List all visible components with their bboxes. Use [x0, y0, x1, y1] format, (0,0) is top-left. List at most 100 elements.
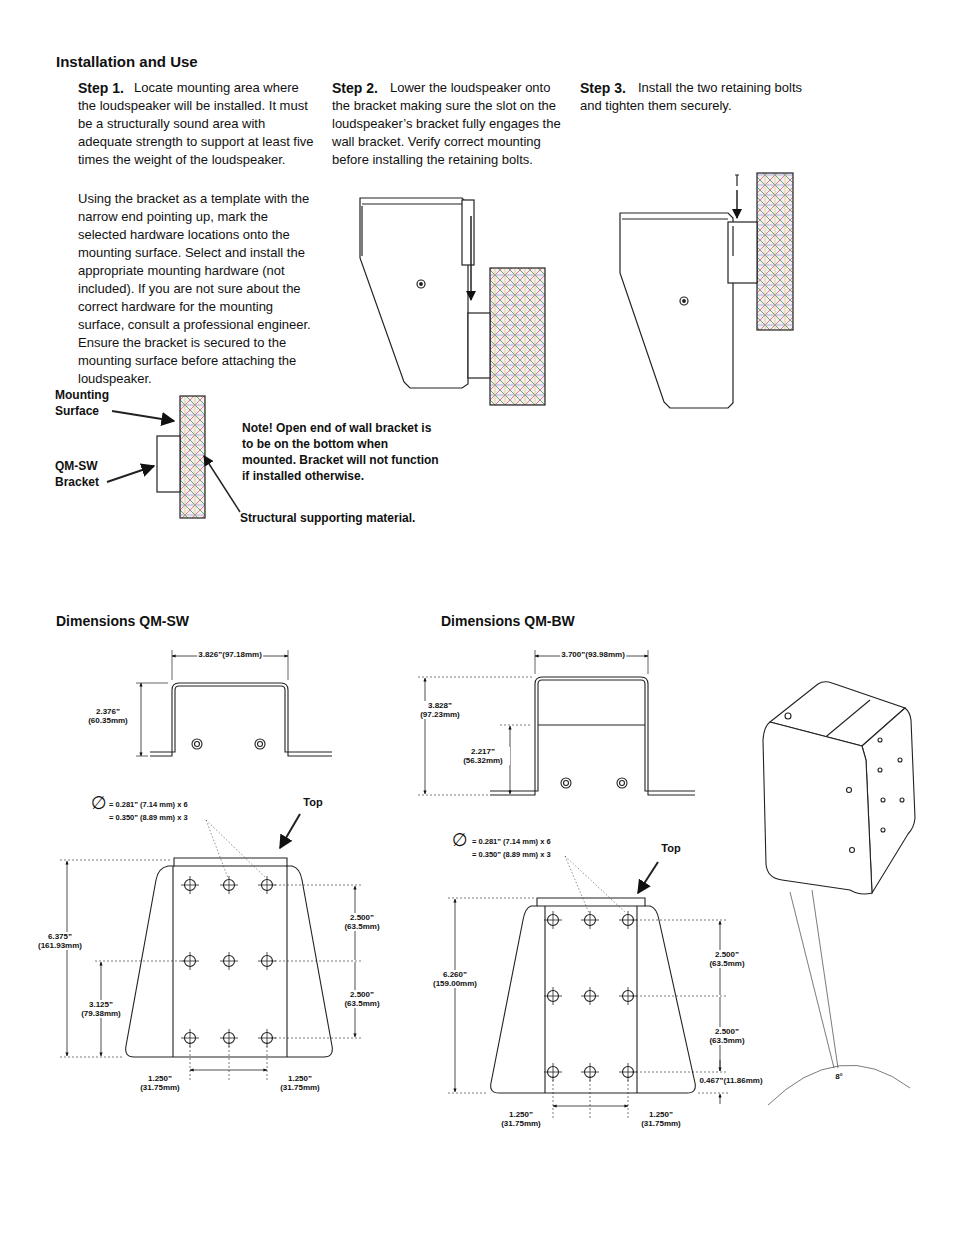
qm-sw-top-view-path [136, 683, 168, 756]
qm-sw-front-view-g-path [220, 952, 238, 970]
dimension: 2.500” (63.5mm) [335, 990, 389, 1008]
step2-figure [360, 198, 545, 405]
step2-figure-circle [417, 280, 425, 288]
step3-figure-path [736, 190, 738, 218]
qm-sw-front-view-path [280, 814, 300, 848]
step2-figure-path [362, 204, 462, 256]
step-text: Lower the loudspeaker onto the bracket m… [332, 79, 566, 169]
step3-figure [620, 173, 793, 408]
hole-spec: = 0.281” (7.14 mm) x 6 [108, 800, 189, 810]
qm-sw-front-view-g-path [258, 952, 276, 970]
step-heading: Step 1. [78, 79, 124, 97]
dimension: 2.500” (63.5mm) [700, 950, 754, 968]
qm-bw-top-view-path [535, 650, 648, 674]
qm-bw-front-view-g-path [581, 987, 599, 1005]
qm-bw-top-view-circle [564, 781, 569, 786]
step1-figure-path [204, 456, 240, 512]
loudspeaker-perspective-g-circle [900, 798, 904, 802]
callout-label: Structural supporting material. [240, 511, 415, 527]
step1-figure-path [112, 411, 174, 421]
loudspeaker-perspective-g-circle [850, 848, 855, 853]
step-text: Locate mounting area where the loudspeak… [78, 79, 314, 169]
loudspeaker-perspective-circle [785, 713, 791, 719]
section-heading: Dimensions QM-SW [56, 612, 189, 630]
qm-sw-front-view-path [355, 886, 356, 1037]
orientation-label: Top [302, 796, 323, 809]
qm-bw-top-view [418, 650, 695, 795]
qm-sw-top-view-path [150, 686, 332, 752]
qm-bw-front-view-path [448, 898, 534, 1093]
diameter-symbol: ∅ [451, 831, 469, 849]
dimension: 1.250” (31.75mm) [133, 1074, 187, 1092]
hole-spec: = 0.281” (7.14 mm) x 6 [471, 837, 552, 847]
qm-sw-top-view [136, 650, 332, 756]
qm-bw-front-view-path [553, 1106, 628, 1107]
qm-bw-top-view-path [490, 680, 695, 791]
qm-sw-front-view-g [181, 876, 276, 1047]
dimension: 6.375” (161.93mm) [30, 932, 90, 950]
qm-bw-top-view-path [418, 677, 532, 795]
step2-figure-rect [490, 268, 545, 405]
qm-bw-front-view-path [565, 856, 626, 913]
step3-figure-circle [680, 297, 688, 305]
dimension: 1.250” (31.75mm) [634, 1110, 688, 1128]
step3-figure-path [735, 175, 739, 186]
qm-bw-front-view-g-path [581, 1063, 599, 1081]
loudspeaker-perspective-path [822, 700, 870, 740]
step3-figure-path [732, 226, 733, 256]
dimension: 2.217” (56.32mm) [456, 747, 510, 765]
qm-sw-front-view-path [60, 860, 186, 1057]
qm-bw-top-view-circle [561, 778, 571, 788]
angle-label: 8° [834, 1072, 844, 1081]
qm-sw-front-view-path [190, 1042, 267, 1080]
qm-sw-front-view-path [190, 1070, 267, 1071]
qm-sw-top-view-path [150, 683, 332, 756]
dimension: 3.700”(93.98mm) [560, 650, 626, 659]
orientation-label: Top [660, 842, 681, 855]
qm-sw-top-view-circle [192, 739, 202, 749]
step1-figure [107, 396, 240, 518]
step2-figure-circle [420, 283, 423, 286]
qm-sw-front-view [60, 814, 362, 1080]
dimension: 2.500” (63.5mm) [700, 1027, 754, 1045]
qm-bw-front-view-g-path [619, 1063, 637, 1081]
qm-sw-top-view-circle [258, 742, 263, 747]
qm-sw-front-view-g-path [258, 876, 276, 894]
hole-spec: = 0.350” (8.89 mm) x 3 [108, 813, 189, 823]
loudspeaker-perspective-path [768, 1065, 910, 1105]
qm-sw-top-view-circle [195, 742, 200, 747]
loudspeaker-perspective-g-circle [898, 758, 902, 762]
qm-sw-top-view-circle [255, 739, 265, 749]
step3-figure-path [620, 213, 733, 408]
qm-sw-front-view-path [67, 861, 68, 1056]
qm-sw-front-view-g-path [258, 1029, 276, 1047]
qm-bw-top-view-path [490, 677, 695, 795]
hole-spec: = 0.350” (8.89 mm) x 3 [471, 850, 552, 860]
qm-sw-front-view-g-path [181, 1029, 199, 1047]
step3-figure-rect [728, 222, 757, 283]
qm-bw-front-view-path [632, 920, 728, 1093]
qm-sw-front-view-g-path [220, 1029, 238, 1047]
qm-sw-front-view-path [126, 858, 333, 1057]
qm-sw-front-view-path [271, 885, 362, 1038]
dimension: 3.125” (79.38mm) [74, 1000, 128, 1018]
step1-figure-rect [180, 396, 205, 518]
section-heading: Dimensions QM-BW [441, 612, 575, 630]
qm-bw-top-view-circle [620, 781, 625, 786]
dimension: 3.826”(97.18mm) [197, 650, 263, 659]
qm-bw-front-view-g-path [544, 1063, 562, 1081]
page-heading: Installation and Use [56, 52, 198, 72]
qm-bw-front-view-path [455, 899, 456, 1092]
dimension: 6.260” (159.00mm) [425, 970, 485, 988]
step2-figure-rect [462, 200, 474, 265]
step3-figure-path [622, 218, 728, 219]
qm-bw-top-view-circle [617, 778, 627, 788]
qm-sw-front-view-path [173, 866, 287, 1057]
dimension: 0.467”(11.86mm) [698, 1076, 763, 1085]
qm-bw-front-view-g-path [619, 911, 637, 929]
step3-figure-circle [683, 300, 686, 303]
step-heading: Step 2. [332, 79, 378, 97]
step-text: Using the bracket as a template with the… [78, 190, 314, 388]
loudspeaker-perspective-g-circle [881, 798, 885, 802]
